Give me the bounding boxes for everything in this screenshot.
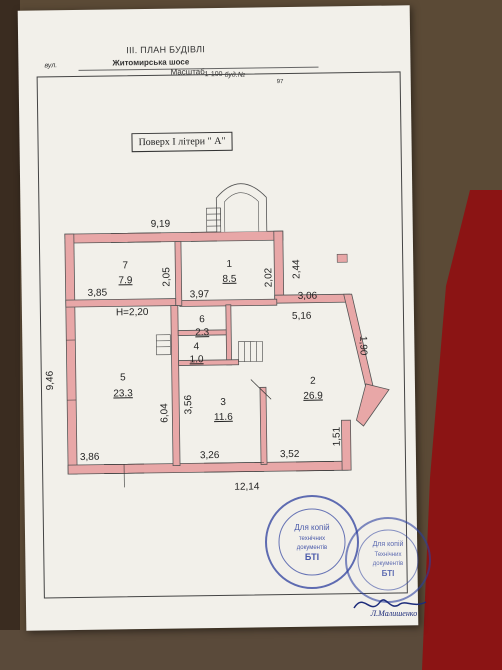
stamp-left-line2: технічних	[299, 536, 325, 542]
dim-room3-height: 3,56	[183, 394, 194, 414]
dim-room1-height: 2,02	[263, 267, 274, 287]
room-1-number: 1	[226, 259, 232, 270]
chimney	[336, 253, 348, 263]
stamp-left-line3: документів	[297, 545, 328, 551]
dim-room3-width: 3,26	[200, 450, 220, 461]
dim-room2-right-low: 1,51	[332, 426, 343, 446]
dim-bottom-width: 12,14	[234, 481, 260, 492]
dim-room5-width: 3,86	[80, 452, 100, 463]
dim-top-width: 9,19	[151, 219, 171, 230]
stamp-left-line1: Для копій	[294, 523, 329, 532]
room-labels: 7 7.9 1 8.5 6 2.3 4 1.0 5 23.3 3 11.6 2 …	[113, 259, 323, 423]
background-bottom	[0, 630, 502, 670]
background-left	[0, 0, 20, 670]
document-sheet: ІІІ. ПЛАН БУДІВЛІ вул. Житомирська шосе …	[17, 5, 419, 631]
room-6-area: 2.3	[195, 327, 209, 338]
dim-room7-height: 2,05	[161, 267, 172, 287]
dim-room1-width: 3,97	[190, 289, 210, 300]
room-3-area: 11.6	[214, 412, 233, 423]
signature-text: Л.Малишенко	[370, 609, 417, 618]
room-2-number: 2	[310, 376, 316, 387]
room-6-number: 6	[199, 314, 205, 325]
dim-room2-width: 3,52	[280, 449, 300, 460]
windows	[66, 231, 335, 488]
door	[250, 379, 272, 400]
stamp-right: Для копій Технічних документів БТІ Л.Мал…	[345, 517, 431, 618]
room-4-number: 4	[194, 341, 200, 352]
dim-left-height: 9,46	[45, 370, 56, 390]
entrance-porch	[215, 183, 268, 233]
signature-mark	[353, 599, 427, 609]
room-2-area: 26.9	[303, 391, 323, 402]
dim-ceiling-height: Н=2,20	[116, 307, 149, 318]
dim-room2-inner: 5,16	[292, 311, 312, 322]
stamp-right-line2: Технічних	[375, 552, 402, 558]
dim-room2-top: 3,06	[298, 291, 318, 302]
dim-room2-right: 1,90	[357, 336, 368, 356]
room-7-number: 7	[122, 260, 128, 271]
dimension-labels: 9,19 9,46 12,14 3,85 2,05 3,97 2,02 2,44…	[45, 219, 369, 493]
room-7-area: 7.9	[118, 275, 132, 286]
floor-plan: 7 7.9 1 8.5 6 2.3 4 1.0 5 23.3 3 11.6 2 …	[45, 183, 390, 493]
stamp-left-line4: БТІ	[305, 552, 319, 562]
room-5-area: 23.3	[113, 388, 133, 399]
dim-porch: 2,44	[291, 259, 302, 279]
stamp-right-line4: БТІ	[382, 569, 395, 578]
stamp-right-line1: Для копій	[373, 540, 404, 548]
dim-room5-height: 6,04	[159, 403, 170, 423]
room-5-number: 5	[120, 372, 126, 383]
stamp-left: Для копій технічних документів БТІ	[265, 495, 359, 589]
room-1-area: 8.5	[222, 274, 236, 285]
room-3-number: 3	[220, 397, 226, 408]
dim-room7-width: 3,85	[88, 288, 108, 299]
stamp-right-line3: документів	[373, 561, 404, 567]
room-4-area: 1.0	[190, 354, 204, 365]
